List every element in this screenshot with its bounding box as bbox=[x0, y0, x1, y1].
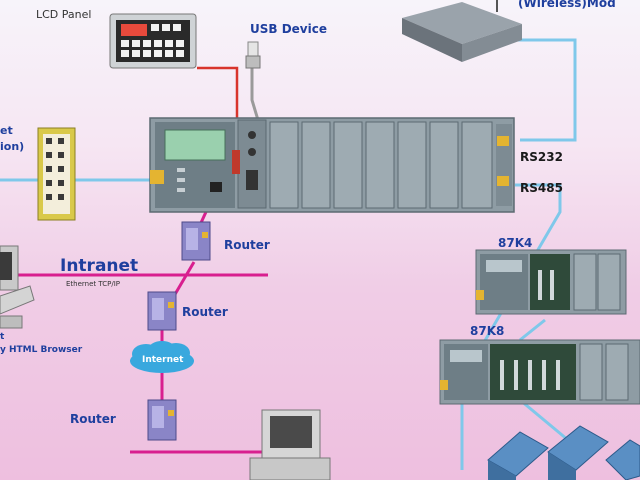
expansion-87k8-label: 87K8 bbox=[470, 324, 505, 338]
rs485-bus-87k4 bbox=[519, 318, 546, 342]
left-partial-label-4: y HTML Browser bbox=[0, 345, 83, 355]
expansion-87k4-label: 87K4 bbox=[498, 236, 533, 250]
connections bbox=[0, 38, 581, 470]
io-terminal-module bbox=[37, 127, 76, 221]
router-label-1: Router bbox=[224, 238, 270, 252]
router-label-2: Router bbox=[182, 305, 228, 319]
lcd-panel-label: LCD Panel bbox=[36, 8, 92, 21]
internet-cloud bbox=[130, 341, 194, 373]
router-label-3: Router bbox=[70, 412, 116, 426]
left-partial-label-1: et bbox=[0, 124, 13, 137]
left-partial-label-3: t bbox=[0, 332, 5, 342]
controller-rack bbox=[149, 117, 515, 213]
remote-io-modules bbox=[487, 425, 640, 480]
usb-cable bbox=[250, 55, 260, 121]
intranet-to-router2 bbox=[172, 261, 196, 297]
wireless-modem bbox=[402, 0, 522, 62]
left-partial-label-2: ion) bbox=[0, 140, 25, 153]
internet-label: Internet bbox=[142, 355, 184, 365]
left-computer bbox=[0, 245, 35, 329]
wireless-modem-label: (Wireless)Mod bbox=[518, 0, 616, 10]
bottom-computer bbox=[249, 409, 331, 480]
router-device-2 bbox=[147, 291, 177, 331]
expansion-rack-87k4 bbox=[475, 249, 627, 315]
intranet-label: Intranet bbox=[60, 256, 139, 276]
usb-device-label: USB Device bbox=[250, 22, 327, 36]
router-device-1 bbox=[181, 221, 211, 261]
router-device-3 bbox=[147, 399, 177, 441]
rs485-label: RS485 bbox=[520, 181, 563, 195]
lcd-panel-device bbox=[109, 13, 197, 69]
ethernet-protocol-label: Ethernet TCP/IP bbox=[66, 280, 120, 288]
expansion-rack-87k8 bbox=[439, 339, 640, 405]
usb-device bbox=[245, 41, 261, 69]
wireless-modem-link bbox=[515, 38, 577, 142]
rs232-label: RS232 bbox=[520, 150, 563, 164]
